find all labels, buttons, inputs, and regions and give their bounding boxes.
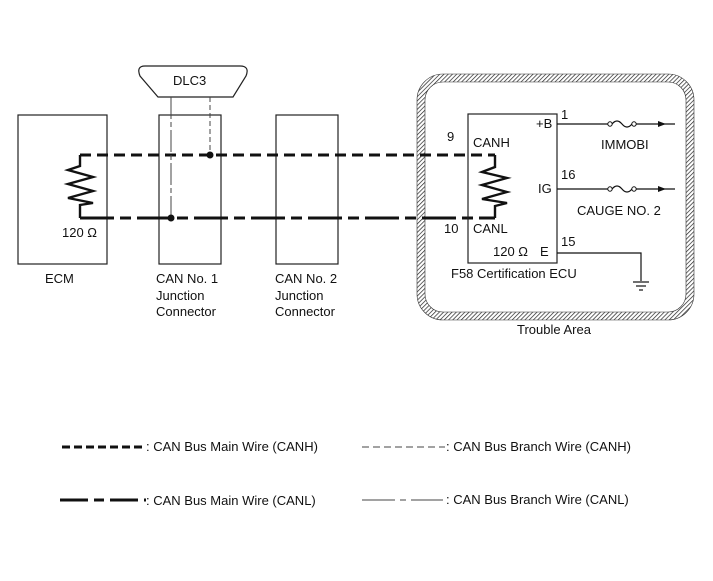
ecu-resistor [477,155,512,218]
jc1-label-1: CAN No. 1 [156,271,218,286]
pin-15-number: 15 [561,234,575,249]
pin-1-number: 1 [561,107,568,122]
jc1-label-3: Connector [156,304,217,319]
immobi-fuse-circuit [557,120,675,128]
pin-16-number: 16 [561,167,575,182]
legend-canl-branch-label: : CAN Bus Branch Wire (CANL) [446,492,629,507]
legend: : CAN Bus Main Wire (CANH) : CAN Bus Bra… [60,439,631,508]
canh-splice-point [206,151,214,159]
ecm-resistor-value: 120 Ω [62,225,97,240]
legend-canh-branch-label: : CAN Bus Branch Wire (CANH) [446,439,631,454]
pin-b-label: +B [536,116,552,131]
pin-10-number: 10 [444,221,458,236]
jc1-label-2: Junction [156,288,204,303]
trouble-area-label: Trouble Area [517,322,592,337]
fuse-icon [611,185,633,193]
gauge-label: CAUGE NO. 2 [577,203,661,218]
jc2-box [275,114,339,265]
ground-icon [557,252,649,291]
immobi-label: IMMOBI [601,137,649,152]
trouble-area-border [416,73,695,321]
pin-canl-label: CANL [473,221,508,236]
jc1-box [158,114,222,265]
fuse-icon [611,120,633,128]
pin-e-label: E [540,244,549,259]
jc2-label-3: Connector [275,304,336,319]
legend-canl-main-label: : CAN Bus Main Wire (CANL) [146,493,316,508]
pin-canh-label: CANH [473,135,510,150]
arrow-icon [658,121,666,127]
canl-splice-point [167,214,175,222]
pin-9-number: 9 [447,129,454,144]
ecu-resistor-value: 120 Ω [493,244,528,259]
pin-ig-label: IG [538,181,552,196]
jc2-label-1: CAN No. 2 [275,271,337,286]
ecm-box [17,114,108,265]
ecm-resistor [63,155,98,218]
dlc3-connector [138,65,248,98]
arrow-icon [658,186,666,192]
jc2-label-2: Junction [275,288,323,303]
dlc3-label: DLC3 [173,73,206,88]
legend-canh-main-label: : CAN Bus Main Wire (CANH) [146,439,318,454]
ecm-label: ECM [45,271,74,286]
certification-ecu-label: F58 Certification ECU [451,266,577,281]
gauge-fuse-circuit [557,185,675,193]
